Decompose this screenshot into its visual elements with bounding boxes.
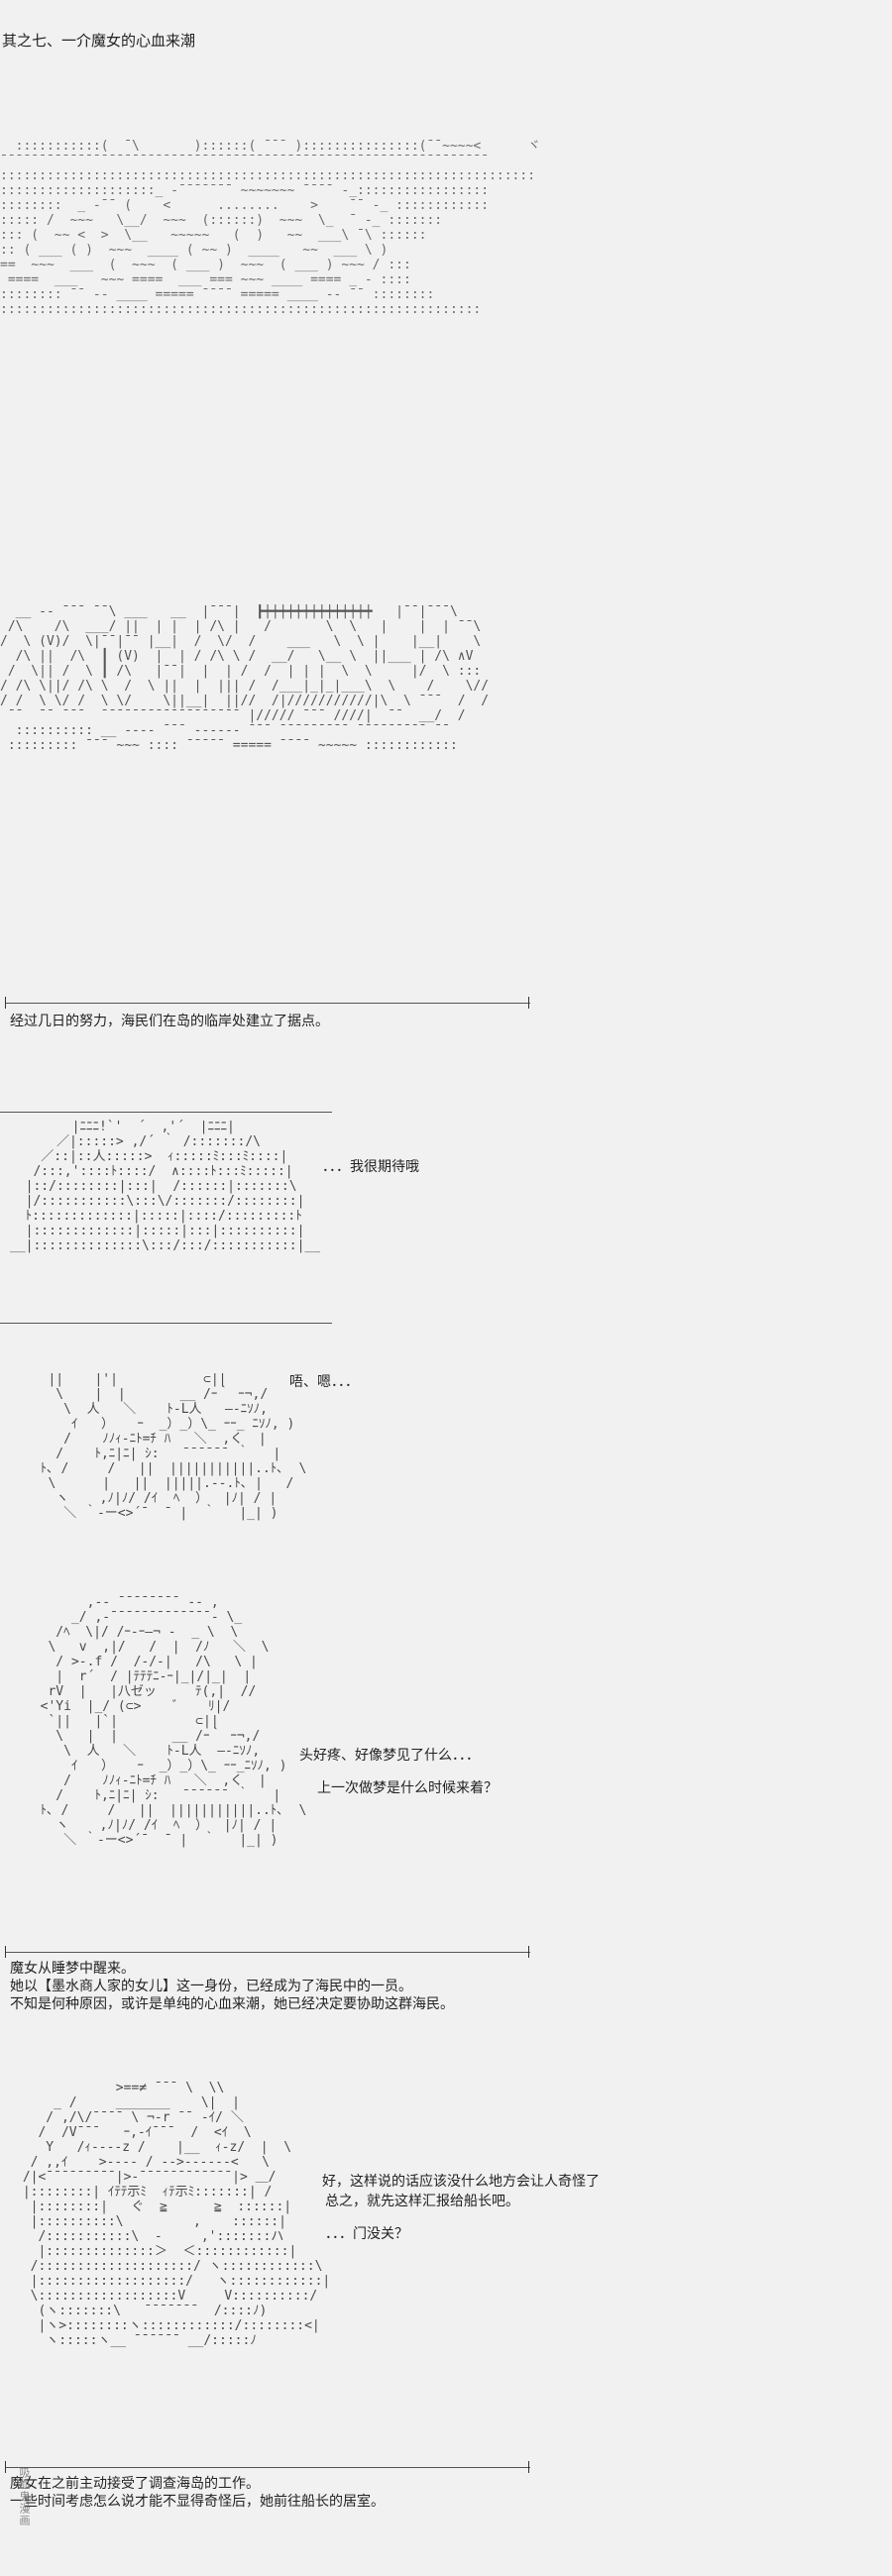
speech-report-captain: 总之，就先这样汇报给船长吧。 (325, 2194, 519, 2209)
caption-witch-wakes-1: 魔女从睡梦中醒来。 (10, 1961, 135, 1977)
speech-headache: 头好疼、好像梦见了什么．．． (299, 1748, 480, 1764)
divider-rule (5, 1952, 530, 1953)
divider-tick (5, 2461, 6, 2473)
speech-looking-forward: ．．．我很期待哦 (322, 1159, 419, 1175)
sky-cloud-art: :::::::::::( ¯\ )::::::( ¯¯¯ )::::::::::… (0, 139, 541, 317)
divider-tick (5, 1946, 6, 1958)
divider-tick (5, 997, 6, 1009)
speech-nothing-strange: 好，这样说的话应该没什么地方会让人奇怪了 (322, 2174, 600, 2190)
site-watermark: 吸血鬼漫画 (18, 2467, 31, 2526)
witch-portrait-art: >==≠ ¯¯¯ \ \\ _ / _______ \| | / ,/\/¯¯¯… (22, 2081, 331, 2348)
divider-tick (528, 1946, 529, 1958)
divider-rule (5, 2467, 530, 2468)
speech-door-open: ．．．门没关？ (325, 2226, 408, 2242)
witch-headache-art: ,-- ¯¯¯¯¯¯¯¯ -- , _/ ,-¯¯¯¯¯¯¯¯¯¯¯¯¯- \_… (40, 1595, 307, 1848)
divider-rule (5, 1003, 530, 1004)
speech-last-dream: 上一次做梦是什么时候来着？ (317, 1780, 498, 1796)
caption-witch-wakes-3: 不知是何种原因，或许是单纯的心血来潮，她已经决定要协助这群海民。 (10, 1996, 454, 2012)
caption-base-built: 经过几日的努力，海民们在岛的临岸处建立了据点。 (10, 1014, 329, 1029)
island-village-art: __ -- ¯¯¯ ¯¯\ ___ __ |¯¯¯| ┣┿┿┿┿┿┿┿┿┿┿┿┿… (0, 604, 490, 753)
witch-back-art: |ﾆﾆﾆ!`' ´ ,'´ |ﾆﾆﾆ| ／|:::::> ,/´ ｀ /::::… (10, 1120, 321, 1253)
divider-tick (528, 2461, 529, 2473)
page-title: 其之七、一介魔女的心血来潮 (2, 32, 196, 50)
caption-witch-wakes-2: 她以【墨水商人家的女儿】这一身份，已经成为了海民中的一员。 (10, 1979, 412, 1994)
panel-border-bottom (0, 1323, 332, 1324)
speech-hmm: 唔、嗯．．． (289, 1374, 359, 1390)
caption-investigation-2: 一些时间考虑怎么说才能不显得奇怪后，她前往船长的居室。 (10, 2494, 385, 2510)
witch-waking-art: || |'| ⊂|| \ | | __ /ｰ｀ ｰ¬,/ \ 人 ＼ ﾄ-L人 … (40, 1372, 307, 1521)
caption-investigation-1: 魔女在之前主动接受了调查海岛的工作。 (10, 2476, 260, 2492)
divider-tick (528, 997, 529, 1009)
panel-border-top (0, 1112, 332, 1113)
